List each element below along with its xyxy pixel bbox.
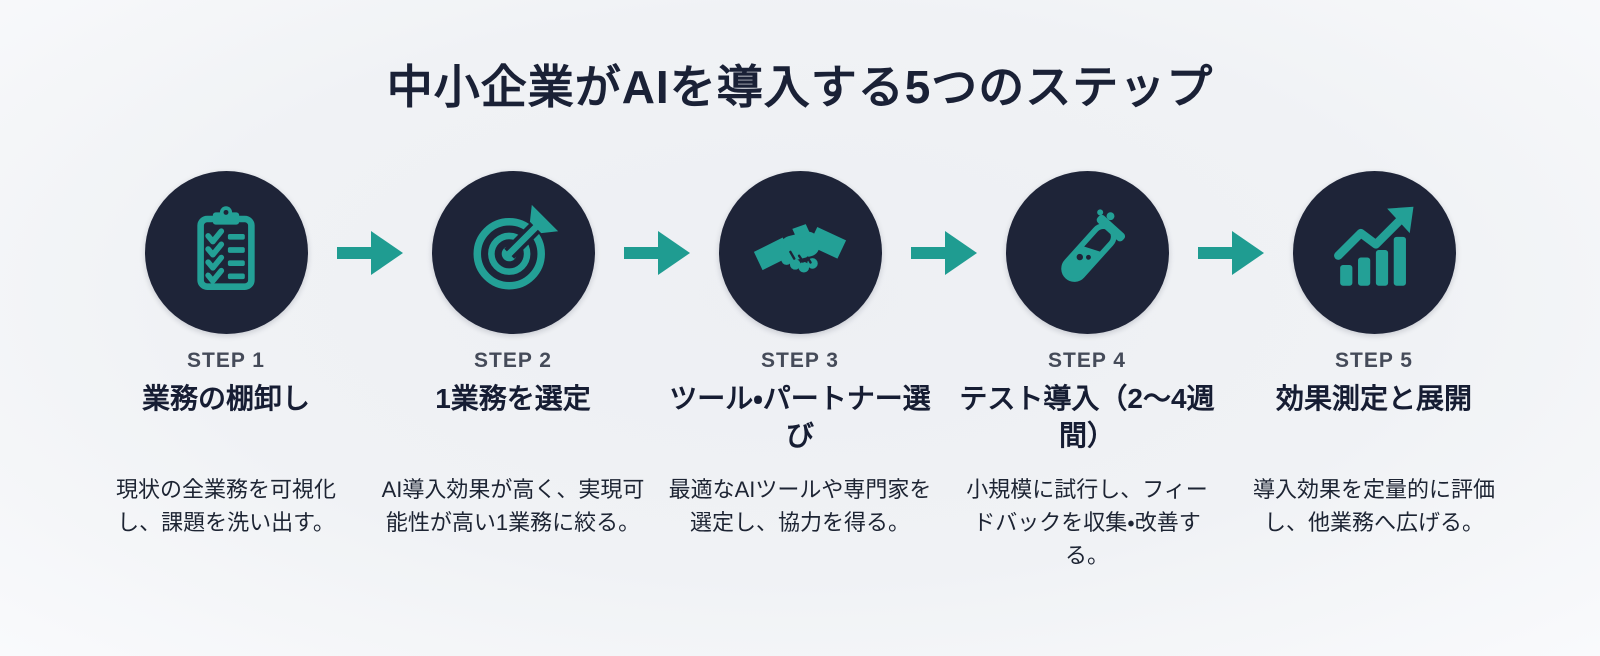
step-5-title: 効果測定と展開 (1275, 383, 1472, 415)
step-1-label: STEP 1 (187, 349, 265, 373)
right-arrow-icon (910, 231, 977, 276)
step-3-title: ツール・パートナー選び (669, 383, 931, 451)
step-5-label: STEP 5 (1335, 349, 1413, 373)
steps-row: STEP 1 業務の棚卸し 現状の全業務を可視化し、課題を洗い出す。 (0, 171, 1600, 572)
step-2-description: AI導入効果が高く、実現可能性が高い1業務に絞る。 (381, 477, 645, 536)
step-1-description: 現状の全業務を可視化し、課題を洗い出す。 (115, 477, 336, 536)
step-1-circle (144, 171, 308, 335)
clipboard-checklist-icon (179, 203, 273, 302)
target-dart-icon (466, 203, 560, 302)
right-arrow-icon (623, 231, 690, 276)
step-1-column: STEP 1 業務の棚卸し 現状の全業務を可視化し、課題を洗い出す。 (83, 171, 370, 539)
handshake-icon (752, 202, 848, 303)
test-tube-icon (1040, 203, 1134, 302)
step-4-description: 小規模に試行し、フィードバックを収集・改善する。 (966, 477, 1208, 569)
step-2-label: STEP 2 (474, 349, 552, 373)
step-1-title: 業務の棚卸し (141, 383, 310, 415)
step-4-title: テスト導入（2〜4週間） (959, 383, 1215, 451)
step-2-title: 1業務を選定 (435, 383, 591, 415)
step-5-description: 導入効果を定量的に評価し、他業務へ広げる。 (1252, 477, 1495, 536)
page-title: 中小企業がAIを導入する5つのステップ (386, 61, 1214, 113)
step-3-description: 最適なAIツールや専門家を選定し、協力を得る。 (668, 477, 932, 536)
step-4-column: STEP 4 テスト導入（2〜4週間） 小規模に試行し、フィードバックを収集・改… (944, 171, 1231, 572)
growth-chart-icon (1327, 203, 1421, 302)
step-5-circle (1292, 171, 1456, 335)
step-2-column: STEP 2 1業務を選定 AI導入効果が高く、実現可能性が高い1業務に絞る。 (370, 171, 657, 539)
right-arrow-icon (336, 231, 403, 276)
step-3-column: STEP 3 ツール・パートナー選び 最適なAIツールや専門家を選定し、協力を得… (657, 171, 944, 539)
step-2-circle (431, 171, 595, 335)
step-5-column: STEP 5 効果測定と展開 導入効果を定量的に評価し、他業務へ広げる。 (1231, 171, 1518, 539)
step-4-label: STEP 4 (1048, 349, 1126, 373)
right-arrow-icon (1197, 231, 1264, 276)
step-3-circle (718, 171, 882, 335)
step-4-circle (1005, 171, 1169, 335)
step-3-label: STEP 3 (761, 349, 839, 373)
